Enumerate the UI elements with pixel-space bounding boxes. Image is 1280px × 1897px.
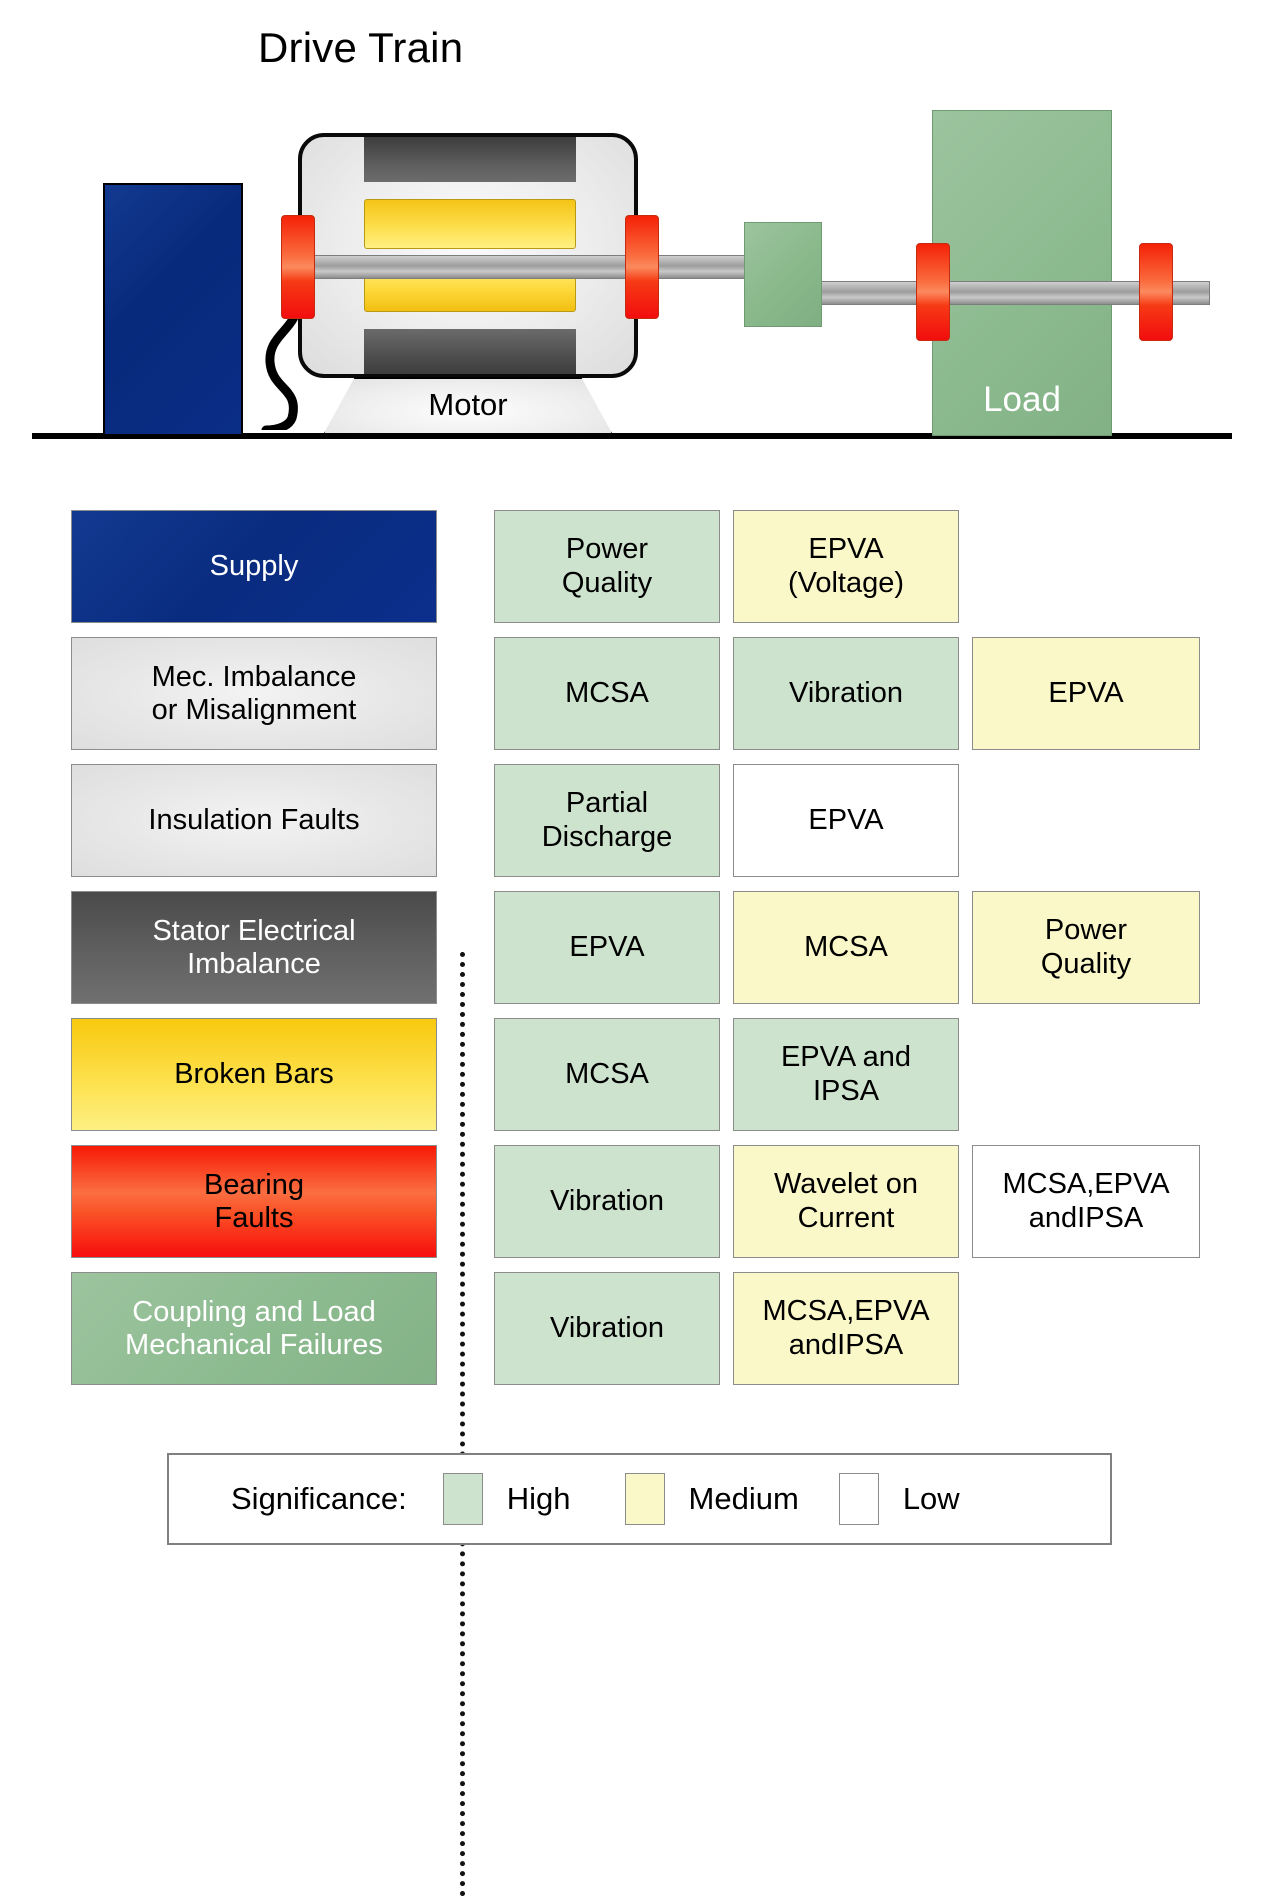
legend-swatch-low bbox=[838, 1473, 879, 1525]
method-cell-label: Vibration bbox=[550, 1311, 664, 1344]
method-cell-label: EPVA bbox=[808, 803, 884, 836]
method-cell: EPVA(Voltage) bbox=[733, 510, 959, 623]
legend-label: High bbox=[506, 1481, 571, 1516]
legend-swatch-high bbox=[442, 1473, 483, 1525]
method-cell-label: EPVA bbox=[569, 930, 645, 963]
legend-title: Significance: bbox=[231, 1481, 407, 1516]
bearing-load-right bbox=[1139, 243, 1173, 341]
motor-label: Motor bbox=[428, 387, 508, 422]
legend-entry: Low bbox=[838, 1473, 960, 1525]
bearing-motor-drive-end bbox=[281, 215, 315, 319]
fault-cell-label: Broken Bars bbox=[174, 1058, 334, 1091]
method-cell: EPVA bbox=[733, 764, 959, 877]
method-cell-label: EPVA bbox=[1048, 676, 1124, 709]
page-title: Drive Train bbox=[258, 24, 464, 71]
method-cell-label: Vibration bbox=[550, 1184, 664, 1217]
method-cell-label: Vibration bbox=[789, 676, 903, 709]
legend-entry: High bbox=[442, 1473, 571, 1525]
fault-cell: Broken Bars bbox=[71, 1018, 437, 1131]
method-cell: MCSA bbox=[494, 637, 720, 750]
fault-cell-label: Supply bbox=[209, 550, 299, 583]
legend-label: Medium bbox=[688, 1481, 799, 1516]
load-block-label: Load bbox=[983, 380, 1061, 419]
fault-cell: Insulation Faults bbox=[71, 764, 437, 877]
method-cell-label: MCSA bbox=[565, 676, 649, 709]
power-cable-icon bbox=[261, 300, 303, 430]
motor-vent-bottom bbox=[364, 329, 576, 374]
method-cell: EPVA bbox=[494, 891, 720, 1004]
motor-base bbox=[323, 377, 613, 435]
load-block bbox=[932, 110, 1112, 436]
legend-entry: Medium bbox=[624, 1473, 799, 1525]
drive-train-illustration: Supply Motor Load bbox=[0, 0, 1280, 505]
coupling-block bbox=[744, 222, 822, 327]
ground-line bbox=[32, 433, 1232, 439]
method-cell: MCSA bbox=[733, 891, 959, 1004]
motor-vent-top bbox=[364, 137, 576, 182]
method-cell: Vibration bbox=[494, 1145, 720, 1258]
motor-rotor-bar-upper bbox=[364, 199, 576, 249]
method-cell: Vibration bbox=[733, 637, 959, 750]
fault-cell-label: Insulation Faults bbox=[148, 804, 360, 837]
bearing-motor-non-drive-end bbox=[625, 215, 659, 319]
method-cell-label: EPVA(Voltage) bbox=[787, 533, 905, 599]
supply-block: Supply bbox=[103, 183, 243, 505]
matrix-divider bbox=[460, 952, 465, 1897]
method-cell: EPVA bbox=[972, 637, 1200, 750]
significance-legend: Significance: High Medium Low bbox=[167, 1453, 1112, 1545]
method-cell: Vibration bbox=[494, 1272, 720, 1385]
legend-swatch-medium bbox=[624, 1473, 665, 1525]
legend-label: Low bbox=[902, 1481, 960, 1516]
supply-block-label: Supply bbox=[125, 470, 221, 505]
method-cell: MCSA bbox=[494, 1018, 720, 1131]
fault-cell: Supply bbox=[71, 510, 437, 623]
method-cell-label: MCSA bbox=[565, 1057, 649, 1090]
method-cell-label: MCSA bbox=[804, 930, 888, 963]
bearing-load-left bbox=[916, 243, 950, 341]
motor-shaft bbox=[290, 255, 760, 279]
